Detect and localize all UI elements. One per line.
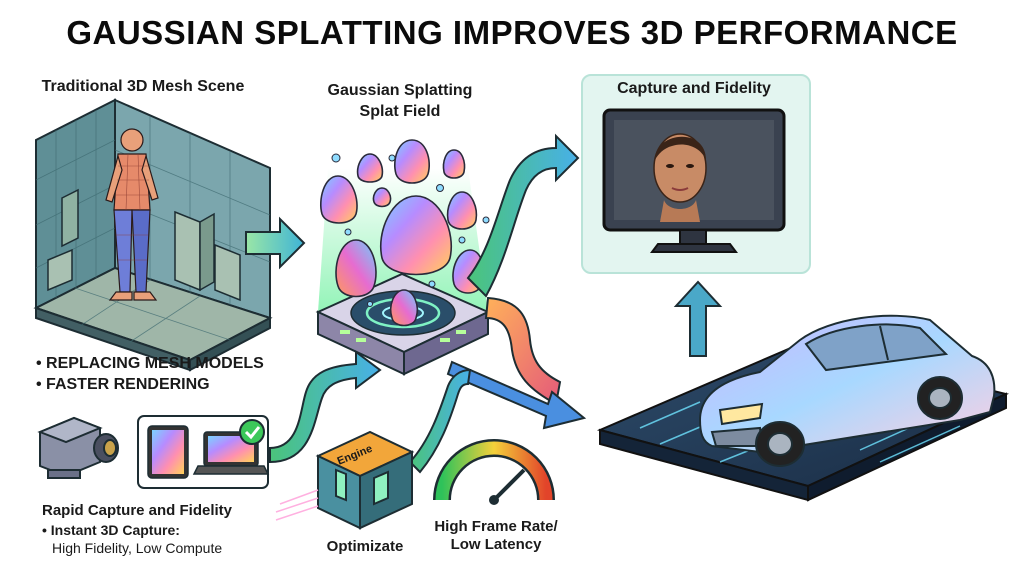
rapid-capture-heading: Rapid Capture and Fidelity (42, 502, 233, 519)
gauge-caption: High Frame Rate/ Low Latency (428, 518, 564, 554)
mesh-bullet-1-text: REPLACING MESH MODELS (46, 355, 264, 372)
camera-icon (37, 416, 119, 479)
arrow-car-to-monitor (673, 280, 723, 357)
splat-dots (331, 153, 490, 307)
gauge-caption-line1: High Frame Rate/ (434, 518, 558, 535)
page-title: GAUSSIAN SPLATTING IMPROVES 3D PERFORMAN… (66, 14, 958, 51)
mesh-figure (105, 128, 159, 301)
arrow-splat-to-capture (466, 133, 580, 298)
check-icon (239, 419, 265, 445)
splat-field-label: Gaussian Splatting Splat Field (300, 80, 500, 122)
splat-field-label-line1: Gaussian Splatting (327, 82, 473, 99)
mesh-bullet-1: • REPLACING MESH MODELS (36, 355, 264, 372)
car (698, 314, 996, 467)
devices-panel (137, 415, 270, 489)
splat-ellipsoids (320, 139, 485, 327)
engine-caption: Optimizate (326, 538, 404, 555)
mesh-bullet-2-text: FASTER RENDERING (46, 376, 210, 393)
speed-gauge (433, 439, 555, 505)
face-portrait (653, 133, 707, 222)
rapid-capture-bullet: • Instant 3D Capture: (42, 522, 180, 538)
pipe-engine-to-splat (408, 368, 472, 474)
mesh-room (33, 98, 273, 372)
rapid-capture-detail: High Fidelity, Low Compute (52, 540, 223, 556)
engine-chip (275, 430, 415, 530)
rapid-capture-bullet-text: Instant 3D Capture: (50, 522, 180, 538)
splat-field-label-line2: Splat Field (359, 103, 441, 120)
mesh-bullet-2: • FASTER RENDERING (36, 376, 210, 393)
arrow-mesh-to-splat (245, 216, 306, 270)
gauge-caption-line2: Low Latency (450, 536, 542, 553)
mesh-scene-label: Traditional 3D Mesh Scene (41, 78, 245, 95)
pipe-devices-to-splat (269, 350, 382, 464)
capture-panel-label: Capture and Fidelity (617, 80, 771, 97)
